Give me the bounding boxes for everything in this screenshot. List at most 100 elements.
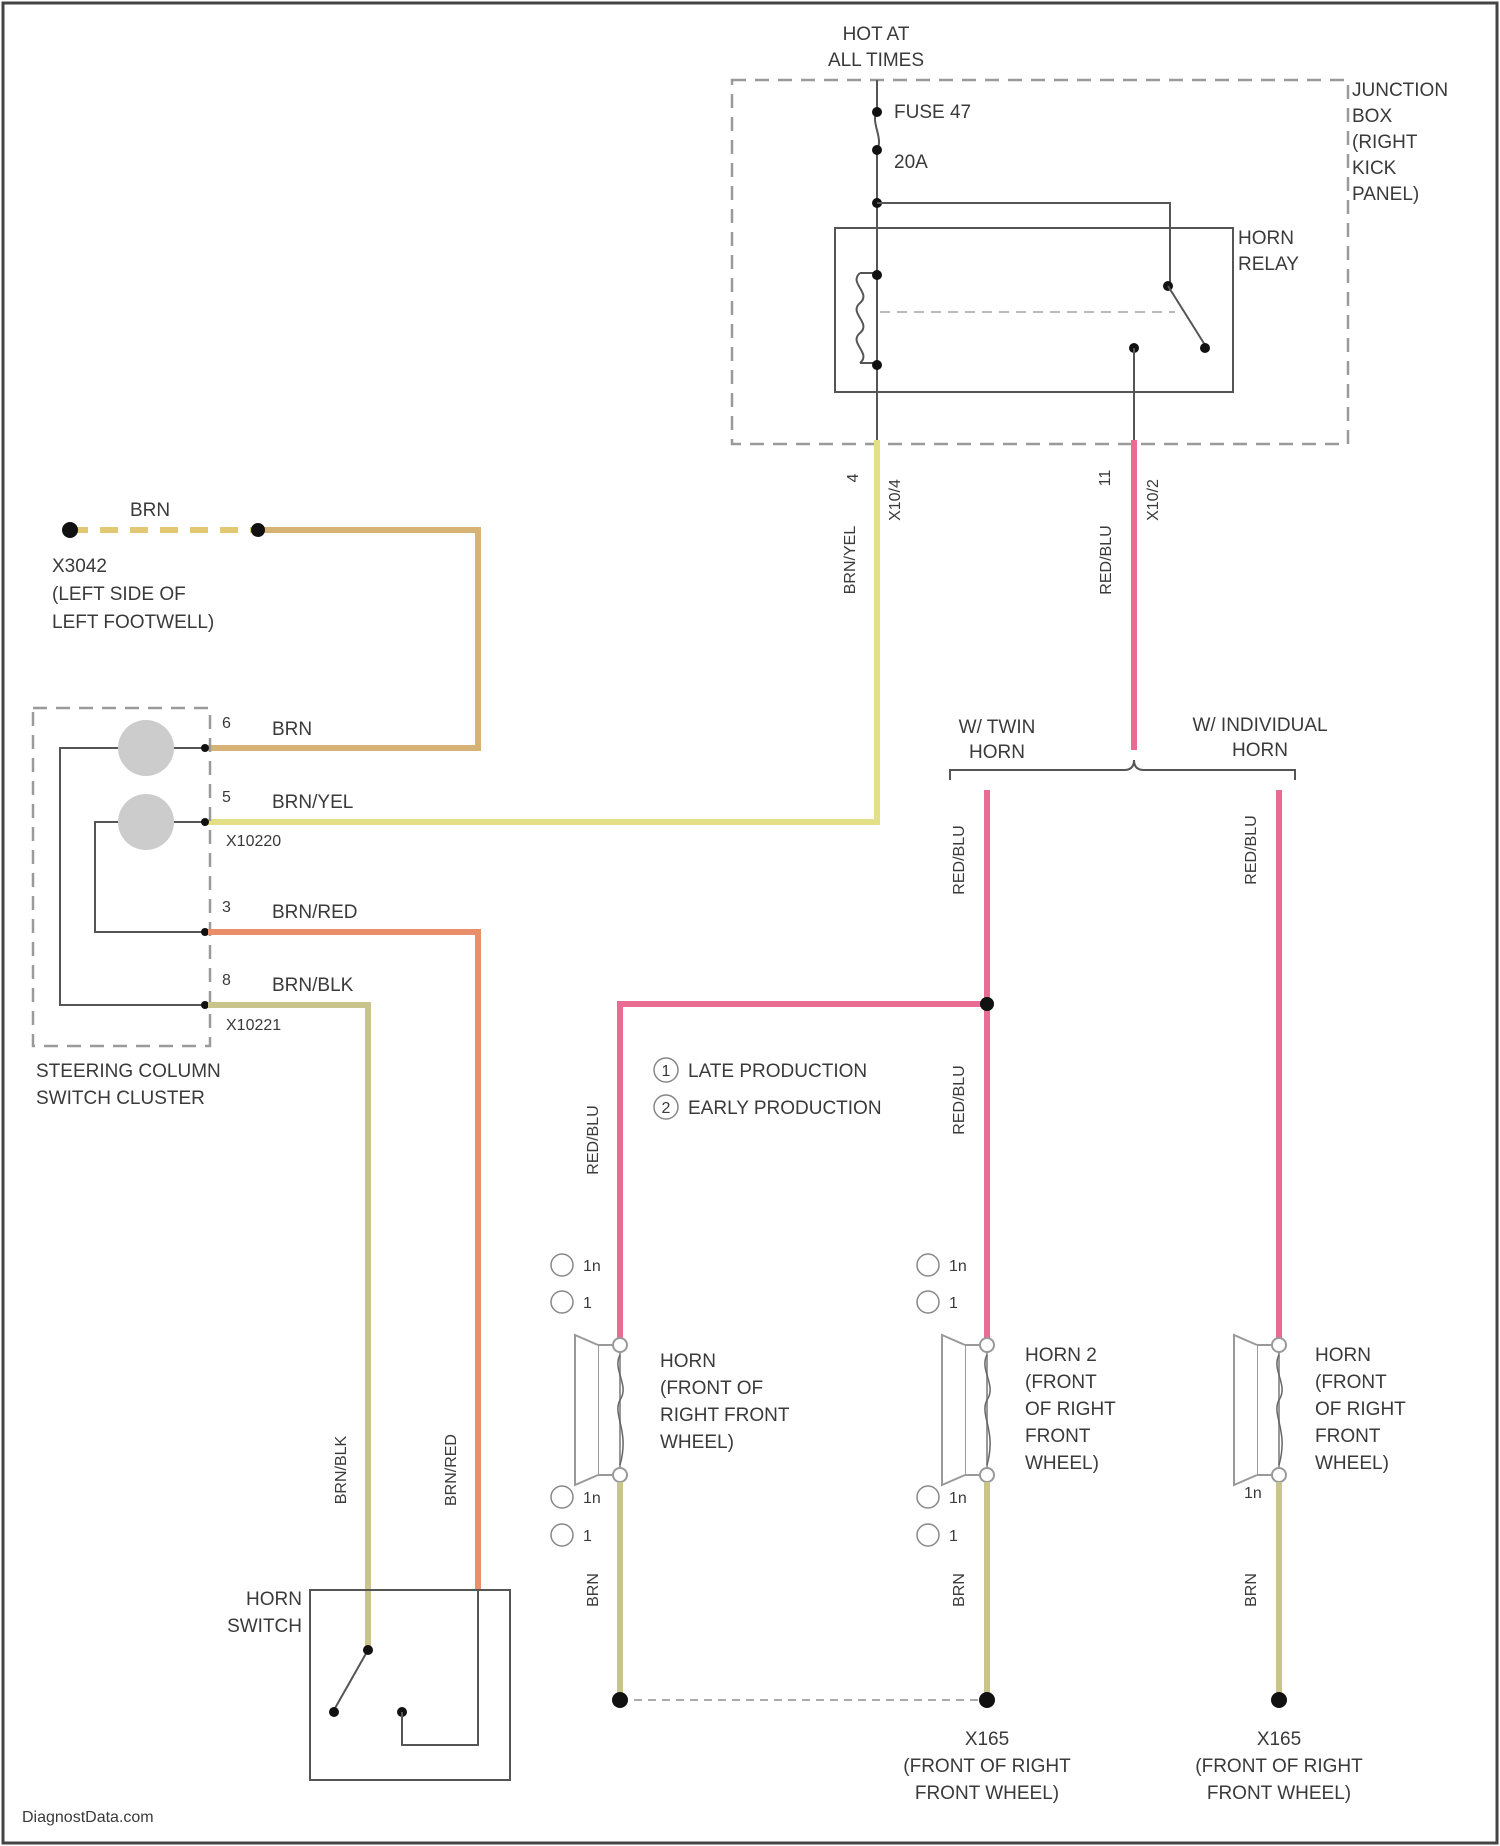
svg-text:(LEFT SIDE OF: (LEFT SIDE OF [52,584,186,605]
svg-text:W/ INDIVIDUAL: W/ INDIVIDUAL [1192,715,1327,736]
switch-element-icon [118,794,174,850]
svg-text:STEERING COLUMN: STEERING COLUMN [36,1061,221,1082]
svg-text:LATE PRODUCTION: LATE PRODUCTION [688,1061,867,1082]
svg-text:HORN: HORN [1232,740,1288,761]
wire-label-brn-blk: BRN/BLK [333,1435,350,1504]
wire-label-red-blu-twin: RED/BLU [951,825,968,894]
svg-text:(FRONT OF RIGHT: (FRONT OF RIGHT [903,1756,1071,1777]
wire-label-red-blu-main: RED/BLU [1098,525,1115,594]
horn-1 [575,1335,627,1485]
wire-label-brn-horn1: BRN [585,1573,602,1607]
svg-text:RELAY: RELAY [1238,254,1299,275]
cluster-pin [201,928,209,936]
ground-point-x3042 [62,522,78,538]
svg-text:WHEEL): WHEEL) [660,1432,734,1453]
svg-text:X165: X165 [1257,1729,1301,1750]
wire-label-red-blu-horn1: RED/BLU [585,1105,602,1174]
svg-text:PANEL): PANEL) [1352,184,1419,205]
pin-num-6: 6 [222,715,231,732]
svg-text:SWITCH: SWITCH [227,1616,302,1637]
pin-color-3: BRN/RED [272,902,358,923]
ground-point [612,1692,628,1708]
switch-element-icon [118,720,174,776]
pin-num-5: 5 [222,789,231,806]
wire-label-brn-ground: BRN [130,500,170,521]
svg-text:1: 1 [662,1063,671,1080]
horn-3-pin-mark: 1n [1244,1485,1262,1502]
svg-text:HOT AT: HOT AT [843,24,910,45]
wire-label-brn-red: BRN/RED [443,1434,460,1506]
pin-num-8: 8 [222,972,231,989]
svg-text:FRONT WHEEL): FRONT WHEEL) [1207,1783,1351,1804]
cluster-pin [201,818,209,826]
svg-text:(FRONT: (FRONT [1025,1372,1097,1393]
cluster-pin [201,1001,209,1009]
horn-switch-contact [329,1707,339,1717]
svg-text:BOX: BOX [1352,106,1392,127]
ground-point-x165 [979,1692,995,1708]
wire-label-red-blu-horn2: RED/BLU [951,1065,968,1134]
relay-pin-left: 4 [845,473,862,482]
svg-text:JUNCTION: JUNCTION [1352,80,1448,101]
svg-text:FRONT: FRONT [1315,1426,1381,1447]
svg-text:X165: X165 [965,1729,1009,1750]
wire-label-brn-horn2: BRN [951,1573,968,1607]
relay-coil-terminal [872,270,882,280]
pin-num-3: 3 [222,899,231,916]
svg-text:HORN: HORN [1238,228,1294,249]
svg-text:HORN: HORN [660,1351,716,1372]
relay-contact [1200,343,1210,353]
svg-text:HORN: HORN [1315,1345,1371,1366]
svg-text:HORN 2: HORN 2 [1025,1345,1097,1366]
svg-text:1n: 1n [949,1258,967,1275]
fuse-label: FUSE 47 [894,102,971,123]
relay-connector-left: X10/4 [887,479,904,521]
pin-color-5: BRN/YEL [272,792,353,813]
horn-2 [942,1335,994,1485]
relay-coil-terminal [872,360,882,370]
horn-3 [1234,1335,1286,1485]
svg-text:OF RIGHT: OF RIGHT [1025,1399,1116,1420]
ground-point-x165 [1271,1692,1287,1708]
svg-text:WHEEL): WHEEL) [1025,1453,1099,1474]
watermark: DiagnostData.com [22,1809,154,1826]
ground-id-x3042: X3042 [52,556,107,577]
svg-text:KICK: KICK [1352,158,1397,179]
svg-text:FRONT WHEEL): FRONT WHEEL) [915,1783,1059,1804]
splice-dot [251,523,265,537]
svg-text:HORN: HORN [969,742,1025,763]
fuse-terminal [872,145,882,155]
fuse-rating: 20A [894,152,928,173]
svg-text:(FRONT OF: (FRONT OF [660,1378,763,1399]
svg-text:1: 1 [949,1295,958,1312]
svg-text:W/ TWIN: W/ TWIN [959,717,1036,738]
fuse-terminal [872,107,882,117]
svg-text:(FRONT: (FRONT [1315,1372,1387,1393]
svg-text:1: 1 [583,1295,592,1312]
svg-text:RIGHT FRONT: RIGHT FRONT [660,1405,790,1426]
svg-text:EARLY PRODUCTION: EARLY PRODUCTION [688,1098,882,1119]
wire-label-red-blu-individual: RED/BLU [1243,815,1260,884]
svg-text:HORN: HORN [246,1589,302,1610]
svg-text:(RIGHT: (RIGHT [1352,132,1418,153]
svg-text:OF RIGHT: OF RIGHT [1315,1399,1406,1420]
svg-text:1: 1 [583,1528,592,1545]
wire-label-brn-yel: BRN/YEL [842,526,859,595]
svg-text:1n: 1n [583,1258,601,1275]
cluster-pin [201,744,209,752]
svg-text:1: 1 [949,1528,958,1545]
svg-text:LEFT FOOTWELL): LEFT FOOTWELL) [52,612,214,633]
svg-text:(FRONT OF RIGHT: (FRONT OF RIGHT [1195,1756,1363,1777]
wire-label-brn-horn3: BRN [1243,1573,1260,1607]
svg-text:1n: 1n [583,1490,601,1507]
svg-text:2: 2 [662,1100,671,1117]
relay-pin-right: 11 [1097,470,1114,487]
horn-switch-contact [363,1645,373,1655]
connector-x10220: X10220 [226,833,281,850]
connector-x10221: X10221 [226,1017,281,1034]
pin-color-6: BRN [272,719,312,740]
diagram-border [3,3,1497,1843]
svg-text:FRONT: FRONT [1025,1426,1091,1447]
splice-dot [980,997,994,1011]
